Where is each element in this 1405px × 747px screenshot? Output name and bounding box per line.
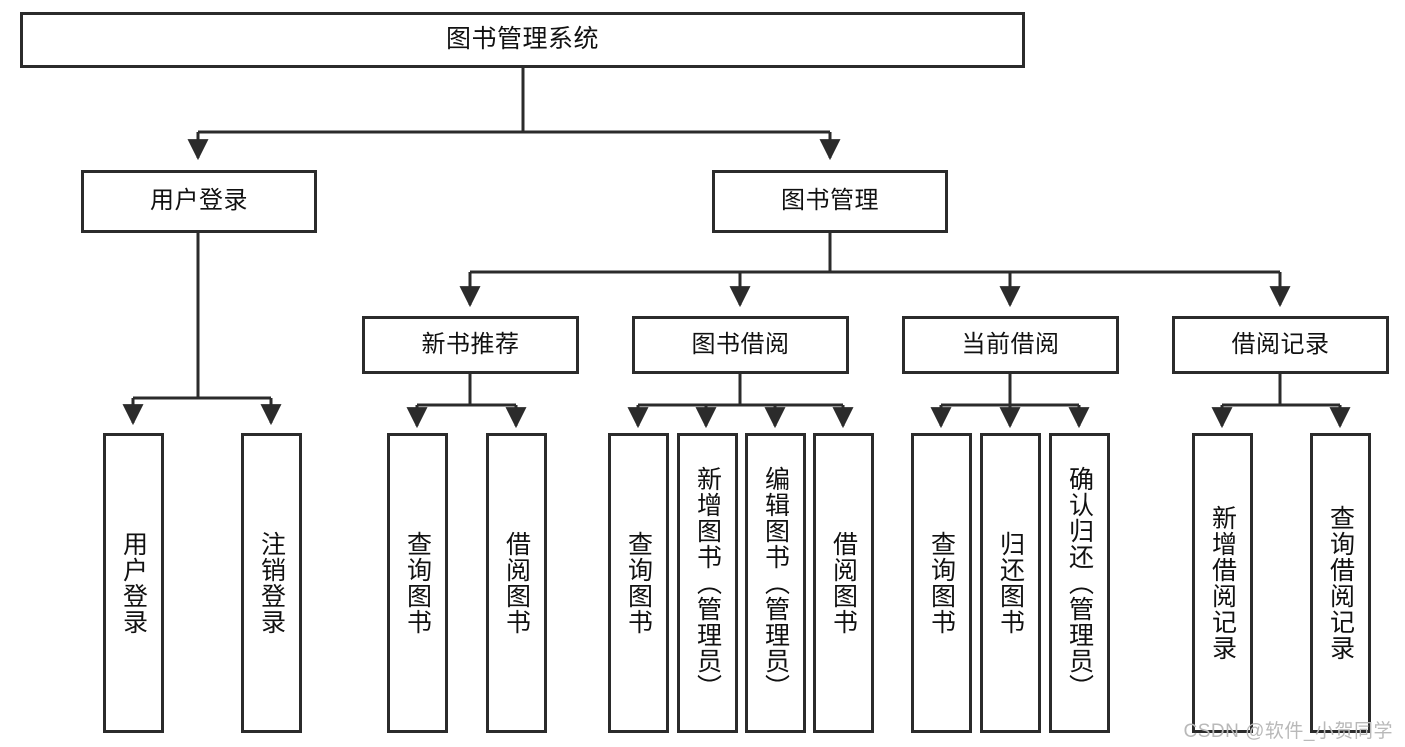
- leaf-borrow-query-book[interactable]: 查询图书: [608, 433, 669, 733]
- leaf-recommend-borrow-book[interactable]: 借阅图书: [486, 433, 547, 733]
- leaf-label: 归还图书: [996, 531, 1025, 635]
- node-borrow-records[interactable]: 借阅记录: [1172, 316, 1389, 374]
- node-current-borrow[interactable]: 当前借阅: [902, 316, 1119, 374]
- node-label: 图书管理: [781, 187, 879, 215]
- node-root-system[interactable]: 图书管理系统: [20, 12, 1025, 68]
- node-book-borrow[interactable]: 图书借阅: [632, 316, 849, 374]
- leaf-label: 编辑图书（管理员）: [761, 466, 790, 700]
- leaf-current-return-book[interactable]: 归还图书: [980, 433, 1041, 733]
- leaf-recommend-query-book[interactable]: 查询图书: [387, 433, 448, 733]
- leaf-label: 查询图书: [624, 531, 653, 635]
- leaf-borrow-borrow-book[interactable]: 借阅图书: [813, 433, 874, 733]
- leaf-label: 查询借阅记录: [1326, 505, 1355, 661]
- leaf-borrow-add-book-admin[interactable]: 新增图书（管理员）: [677, 433, 738, 733]
- node-label: 新书推荐: [421, 330, 520, 358]
- node-label: 用户登录: [150, 187, 248, 215]
- node-book-management[interactable]: 图书管理: [712, 170, 948, 233]
- leaf-user-login-login[interactable]: 用户登录: [103, 433, 164, 733]
- watermark-text: CSDN @软件_小贺同学: [1183, 721, 1393, 742]
- node-user-login[interactable]: 用户登录: [81, 170, 317, 233]
- leaf-label: 查询图书: [403, 531, 432, 635]
- leaf-records-query-record[interactable]: 查询借阅记录: [1310, 433, 1371, 733]
- leaf-label: 借阅图书: [829, 531, 858, 635]
- leaf-label: 借阅图书: [502, 531, 531, 635]
- leaf-records-add-record[interactable]: 新增借阅记录: [1192, 433, 1253, 733]
- leaf-label: 新增图书（管理员）: [693, 466, 722, 700]
- node-label: 图书借阅: [691, 330, 790, 358]
- node-label: 当前借阅: [961, 330, 1060, 358]
- leaf-label: 确认归还（管理员）: [1065, 466, 1094, 700]
- leaf-label: 用户登录: [119, 531, 148, 635]
- leaf-borrow-edit-book-admin[interactable]: 编辑图书（管理员）: [745, 433, 806, 733]
- node-label: 借阅记录: [1231, 330, 1330, 358]
- leaf-label: 查询图书: [927, 531, 956, 635]
- node-label: 图书管理系统: [445, 25, 599, 54]
- leaf-current-query-book[interactable]: 查询图书: [911, 433, 972, 733]
- node-new-book-recommend[interactable]: 新书推荐: [362, 316, 579, 374]
- leaf-current-confirm-return-admin[interactable]: 确认归还（管理员）: [1049, 433, 1110, 733]
- leaf-user-login-logout[interactable]: 注销登录: [241, 433, 302, 733]
- leaf-label: 注销登录: [257, 531, 286, 635]
- leaf-label: 新增借阅记录: [1208, 505, 1237, 661]
